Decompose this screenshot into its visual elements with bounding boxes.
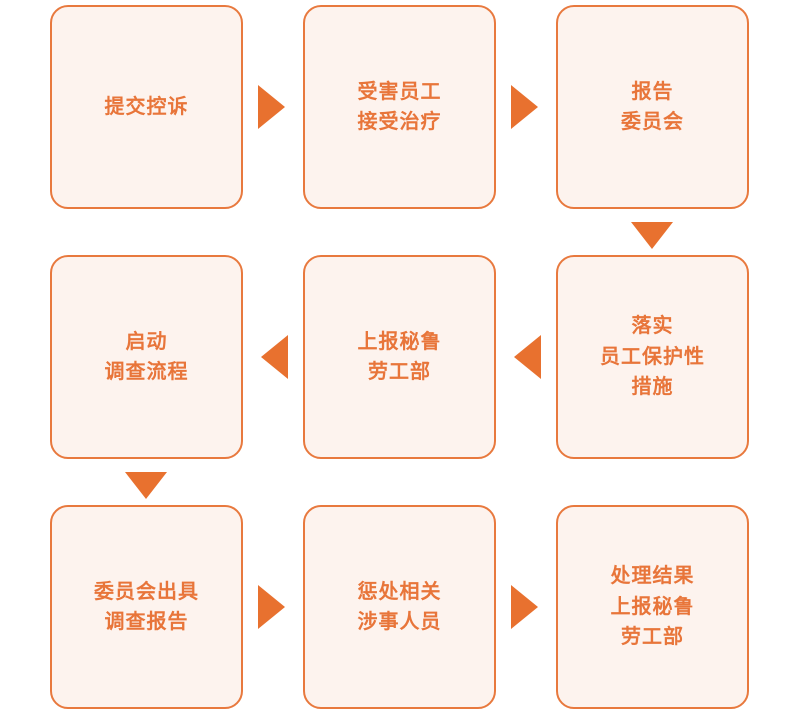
- arrow-right-icon-3: [258, 585, 285, 629]
- flow-node-9[interactable]: 处理结果 上报秘鲁 劳工部: [556, 505, 749, 709]
- flow-node-5-label: 上报秘鲁 劳工部: [357, 330, 442, 383]
- flow-node-8-label: 惩处相关 涉事人员: [357, 580, 442, 633]
- arrow-left-icon-1: [514, 335, 541, 379]
- flow-node-6-label: 启动 调查流程: [104, 330, 189, 383]
- flow-node-1[interactable]: 提交控诉: [50, 5, 243, 209]
- arrow-down-icon-2: [125, 472, 167, 499]
- flow-node-4-label: 落实 员工保护性 措施: [600, 315, 705, 399]
- flow-node-9-label: 处理结果 上报秘鲁 劳工部: [610, 565, 695, 649]
- arrow-down-icon-1: [631, 222, 673, 249]
- arrow-right-icon-4: [511, 585, 538, 629]
- flow-node-7-label: 委员会出具 调查报告: [94, 580, 199, 633]
- flow-node-2[interactable]: 受害员工 接受治疗: [303, 5, 496, 209]
- flow-node-3[interactable]: 报告 委员会: [556, 5, 749, 209]
- flow-node-7[interactable]: 委员会出具 调查报告: [50, 505, 243, 709]
- flow-node-4[interactable]: 落实 员工保护性 措施: [556, 255, 749, 459]
- flow-node-6[interactable]: 启动 调查流程: [50, 255, 243, 459]
- flow-node-5[interactable]: 上报秘鲁 劳工部: [303, 255, 496, 459]
- flow-node-3-label: 报告 委员会: [621, 80, 684, 133]
- arrow-right-icon-1: [258, 85, 285, 129]
- arrow-left-icon-2: [261, 335, 288, 379]
- flow-node-1-label: 提交控诉: [104, 95, 189, 118]
- flow-node-2-label: 受害员工 接受治疗: [357, 80, 442, 133]
- arrow-right-icon-2: [511, 85, 538, 129]
- flow-node-8[interactable]: 惩处相关 涉事人员: [303, 505, 496, 709]
